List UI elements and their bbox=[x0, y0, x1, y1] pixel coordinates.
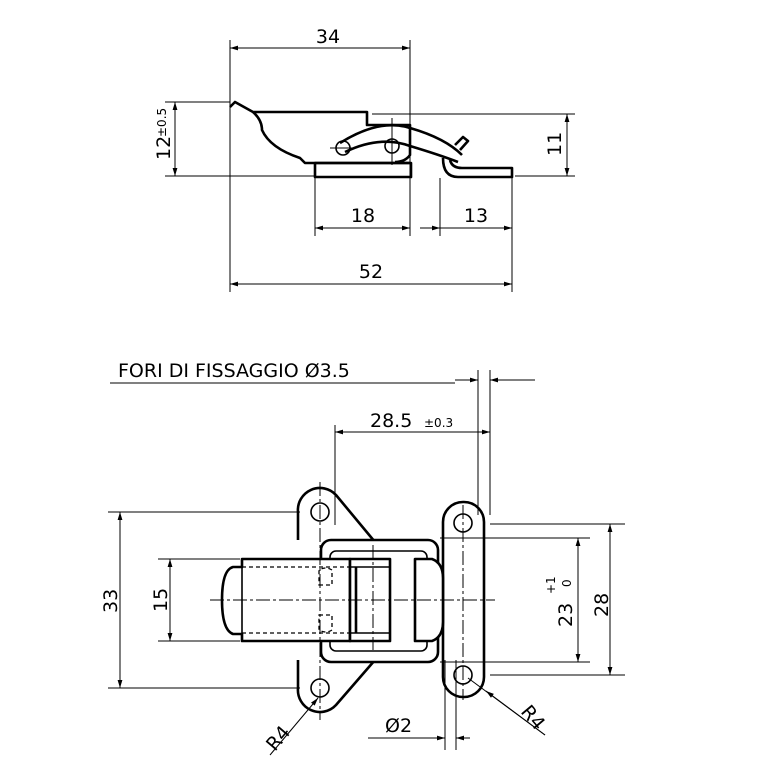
latch-lever-outline bbox=[229, 100, 412, 165]
radius-leader bbox=[485, 690, 546, 736]
dim-28-5: 28.5 bbox=[370, 410, 412, 432]
dim-wire-diameter: Ø2 bbox=[385, 715, 412, 737]
dim-52: 52 bbox=[359, 261, 383, 283]
dim-12-tolerance: ±0.5 bbox=[155, 108, 169, 137]
mounting-hole bbox=[310, 502, 330, 522]
dim-13: 13 bbox=[464, 205, 488, 227]
dim-33: 33 bbox=[100, 589, 122, 613]
radius-right: R4 bbox=[516, 701, 549, 735]
keeper-tab bbox=[454, 135, 470, 151]
plan-view: FORI DI FISSAGGIO Ø3.5 28.5 ±0.3 bbox=[100, 360, 625, 756]
keeper-plate bbox=[441, 157, 514, 179]
side-view: 34 12 ±0.5 11 18 13 52 bbox=[153, 26, 575, 292]
radius-left: R4 bbox=[262, 722, 295, 756]
dim-28-5-tolerance: ±0.3 bbox=[424, 416, 453, 430]
base-plate-left bbox=[296, 486, 377, 714]
dim-23: 23 bbox=[555, 603, 577, 627]
dim-11: 11 bbox=[544, 132, 566, 156]
dim-23-tol-lower: 0 bbox=[560, 579, 574, 587]
hidden-pivot bbox=[318, 567, 333, 633]
dim-12: 12 bbox=[153, 136, 175, 160]
radius-leader bbox=[269, 697, 319, 756]
dim-28: 28 bbox=[591, 593, 613, 617]
mounting-holes-note: FORI DI FISSAGGIO Ø3.5 bbox=[118, 360, 350, 382]
dim-15: 15 bbox=[150, 588, 172, 612]
base-plate bbox=[313, 161, 413, 179]
dim-18: 18 bbox=[351, 205, 375, 227]
hook-wire bbox=[339, 123, 463, 164]
dim-23-tol-upper: +1 bbox=[544, 576, 558, 594]
dim-34: 34 bbox=[316, 26, 340, 48]
